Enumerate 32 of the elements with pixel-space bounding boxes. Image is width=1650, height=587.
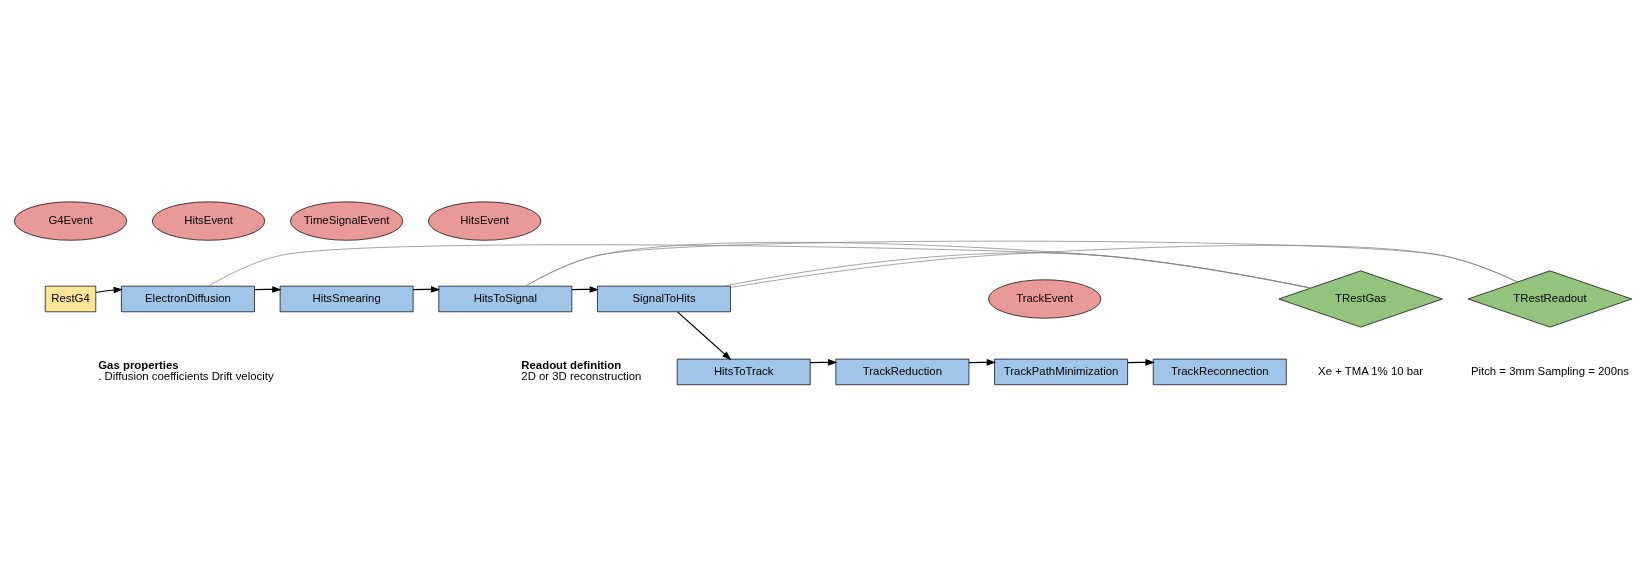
connector: [730, 244, 1518, 288]
arrow: [571, 285, 600, 293]
arrow: [1127, 358, 1155, 366]
node-ellipse: HitsEvent: [428, 201, 542, 241]
connector: [723, 251, 1311, 288]
arrow: [809, 358, 838, 366]
connector: [525, 240, 1518, 286]
arrow: [968, 358, 997, 366]
arrow: [254, 285, 282, 293]
node-box: ElectronDiffusion: [121, 285, 255, 312]
node-label: Pitch = 3mm Sampling = 200ns: [1470, 364, 1629, 377]
node-box: SignalToHits: [597, 285, 731, 312]
node-diamond: TRestReadout: [1467, 270, 1633, 327]
arrow: [95, 286, 124, 293]
node-box: HitsToSignal: [438, 285, 573, 312]
node-box: TrackReduction: [835, 358, 970, 385]
connector: [207, 243, 1311, 288]
arrow: [676, 310, 732, 360]
label: Readout definition 2D or 3D reconstruction: [521, 358, 642, 382]
node-box: HitsSmearing: [279, 285, 414, 312]
node-ellipse: TrackEvent: [988, 278, 1102, 319]
node-box: TrackReconnection: [1152, 358, 1287, 385]
node-label: Xe + TMA 1% 10 bar: [1318, 364, 1424, 377]
node-ellipse: TimeSignalEvent: [290, 201, 404, 241]
node-box: HitsToTrack: [676, 358, 811, 385]
arrow: [412, 285, 441, 293]
node-diamond: TRestGas: [1278, 270, 1443, 327]
node-box: TrackPathMinimization: [994, 358, 1128, 385]
label: Gas properties. Diffusion coefficients Drift velocity: [98, 358, 274, 382]
node-box: RestG4: [44, 285, 97, 312]
node-ellipse: HitsEvent: [152, 201, 266, 241]
node-ellipse: G4Event: [13, 201, 128, 241]
